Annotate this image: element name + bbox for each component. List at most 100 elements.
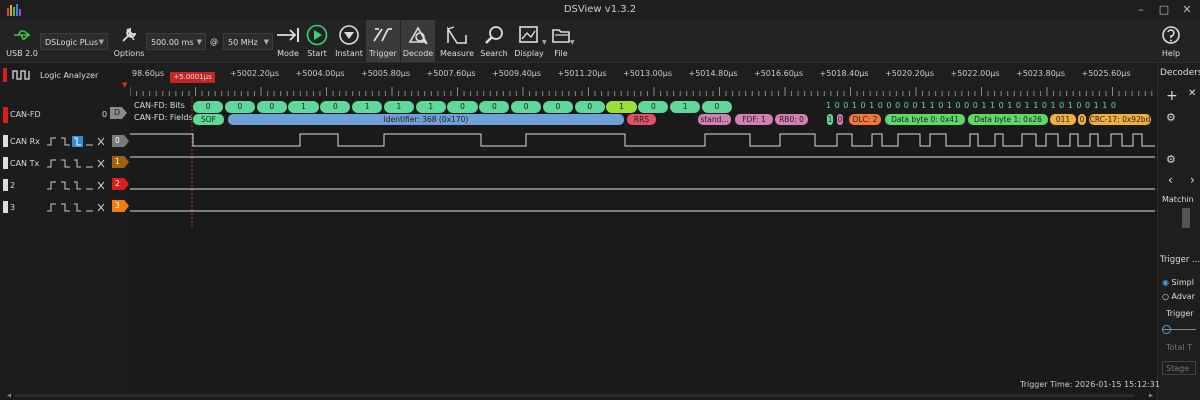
toolbar: USB 2.0 DSLogic PLus▼ Options 500.00 ms▼… <box>0 20 1200 63</box>
display-button[interactable]: Display <box>513 20 545 62</box>
trigger-edge-buttons[interactable] <box>45 136 110 150</box>
folder-icon <box>548 23 574 47</box>
ruler-tick-label: +5004.00μs <box>295 69 345 78</box>
trigger-edge-buttons[interactable] <box>45 158 110 172</box>
title-bar: DSView v1.3.2 – □ ✕ <box>0 0 1200 20</box>
trigger-panel-title: Trigger ... <box>1160 255 1200 265</box>
bit-cell: 1 <box>383 101 415 113</box>
channel-name-tx[interactable]: CAN Tx <box>10 159 40 168</box>
decode-label: Decode <box>402 49 434 58</box>
advanced-trigger-radio[interactable]: ○ Advar <box>1162 292 1195 301</box>
minimize-button[interactable]: – <box>1138 3 1144 16</box>
search-button[interactable]: Search <box>477 20 511 62</box>
channel-tag-3[interactable]: 3 <box>112 200 129 212</box>
channel-marker <box>3 201 8 213</box>
start-button[interactable]: Start <box>303 20 331 62</box>
time-ruler[interactable]: 98.60μs ▼ +5.0001μs +5002.20μs+5004.00μs… <box>122 63 1155 98</box>
decoder-tag[interactable]: D <box>110 107 127 119</box>
device-select[interactable]: DSLogic PLus▼ <box>40 33 108 50</box>
chevron-right-icon[interactable]: › <box>1190 173 1195 187</box>
mode-arrow-icon <box>274 23 302 47</box>
ruler-tick-label: +5014.80μs <box>688 69 738 78</box>
scroll-right-icon <box>1149 393 1153 398</box>
trigger-button[interactable]: Trigger <box>366 20 400 62</box>
radio-checked-icon: ◉ <box>1162 278 1169 287</box>
ruler-left-marker-icon: ▼ <box>122 81 128 89</box>
trigger-position-label: Trigger <box>1166 309 1194 318</box>
channel-name-2[interactable]: 2 <box>10 181 16 190</box>
field-cell: 0 <box>1078 114 1086 125</box>
display-label: Display <box>514 49 544 58</box>
logic-analyzer-label: Logic Analyzer <box>40 71 99 80</box>
channel-panel: Logic Analyzer CAN-FD 0 CAN Rx CAN Tx 2 … <box>0 63 130 400</box>
channel-tag-1[interactable]: 1 <box>112 156 129 168</box>
advanced-label: Advar <box>1171 292 1195 301</box>
decoder-name[interactable]: CAN-FD <box>10 110 41 119</box>
bit-cell: 1 <box>415 101 446 113</box>
channel-tag-0[interactable]: 0 <box>112 135 129 147</box>
help-button[interactable]: Help <box>1156 20 1186 62</box>
device-name: DSLogic PLus <box>45 38 99 47</box>
duration-value: 500.00 ms <box>151 38 194 47</box>
close-button[interactable]: ✕ <box>1182 3 1192 16</box>
display-icon <box>513 23 545 47</box>
cursor-flag[interactable]: +5.0001μs <box>170 72 215 83</box>
file-chevron-icon[interactable]: ▼ <box>570 39 575 46</box>
display-chevron-icon[interactable]: ▼ <box>542 39 547 46</box>
channel-tag-2[interactable]: 2 <box>112 178 129 190</box>
window-title: DSView v1.3.2 <box>563 4 637 15</box>
bit-cell: 1 <box>606 101 637 113</box>
file-button[interactable]: File <box>548 20 574 62</box>
dense-bits: 1 0 0 1 0 1 0 0 0 0 0 1 1 0 1 0 0 0 1 1 … <box>826 101 1117 110</box>
samplerate-select[interactable]: 50 MHz▼ <box>223 33 273 50</box>
logic-group-marker <box>3 68 7 82</box>
ruler-start-label: 98.60μs <box>132 69 165 78</box>
simple-trigger-radio[interactable]: ◉ Simpl <box>1162 278 1194 287</box>
measure-icon <box>439 23 475 47</box>
trigger-label: Trigger <box>369 49 397 58</box>
trigger-edge-buttons[interactable] <box>45 180 110 194</box>
channel-name-rx[interactable]: CAN Rx <box>10 137 40 146</box>
ruler-tick-label: +5018.40μs <box>819 69 869 78</box>
samplerate-value: 50 MHz <box>228 38 258 47</box>
slider-handle[interactable] <box>1162 325 1171 334</box>
ruler-tick-label: +5007.60μs <box>426 69 476 78</box>
trigger-time: Trigger Time: 2026-01-15 15:12:31 <box>1020 380 1160 389</box>
decoder-settings-icon[interactable]: ⚙ <box>1166 111 1176 124</box>
instant-button[interactable]: Instant <box>333 20 365 62</box>
bit-cell: 1 <box>288 101 319 113</box>
remove-decoder-icon[interactable]: ✕ <box>1188 88 1197 99</box>
bit-cell: 0 <box>511 101 542 113</box>
ruler-tick-label: +5013.00μs <box>623 69 673 78</box>
options-button[interactable]: Options <box>113 20 145 62</box>
gear-icon[interactable]: ⚙ <box>1166 153 1176 166</box>
fields-row-label: CAN-FD: Fields <box>134 113 193 122</box>
maximize-button[interactable]: □ <box>1158 3 1170 16</box>
usb-label: USB 2.0 <box>6 49 38 58</box>
help-icon <box>1156 23 1186 47</box>
trigger-edge-buttons[interactable] <box>45 202 110 216</box>
measure-button[interactable]: Measure <box>439 20 475 62</box>
chevron-left-icon[interactable]: ‹ <box>1168 173 1173 187</box>
horizontal-scrollbar[interactable] <box>5 393 1155 398</box>
mode-button[interactable]: Mode <box>274 20 302 62</box>
bit-cell: 0 <box>193 101 224 113</box>
add-decoder-icon[interactable]: + <box>1166 88 1178 104</box>
duration-select[interactable]: 500.00 ms▼ <box>146 33 206 50</box>
trigger-position-slider[interactable] <box>1163 329 1196 330</box>
chevron-down-icon: ▼ <box>196 38 202 46</box>
decode-button[interactable]: Decode <box>401 20 435 62</box>
matching-label: Matchin <box>1162 195 1194 204</box>
trigger-icon <box>366 23 400 47</box>
play-icon <box>303 23 331 47</box>
field-cell: FDF: 1 <box>735 114 773 125</box>
logic-icon <box>12 69 32 84</box>
channel-name-3[interactable]: 3 <box>10 203 16 212</box>
ruler-tick-label: +5020.20μs <box>885 69 935 78</box>
stage-input[interactable]: Stage <box>1162 361 1196 375</box>
field-cell: 1 <box>827 114 833 125</box>
matching-scrollbar[interactable] <box>1182 208 1190 228</box>
